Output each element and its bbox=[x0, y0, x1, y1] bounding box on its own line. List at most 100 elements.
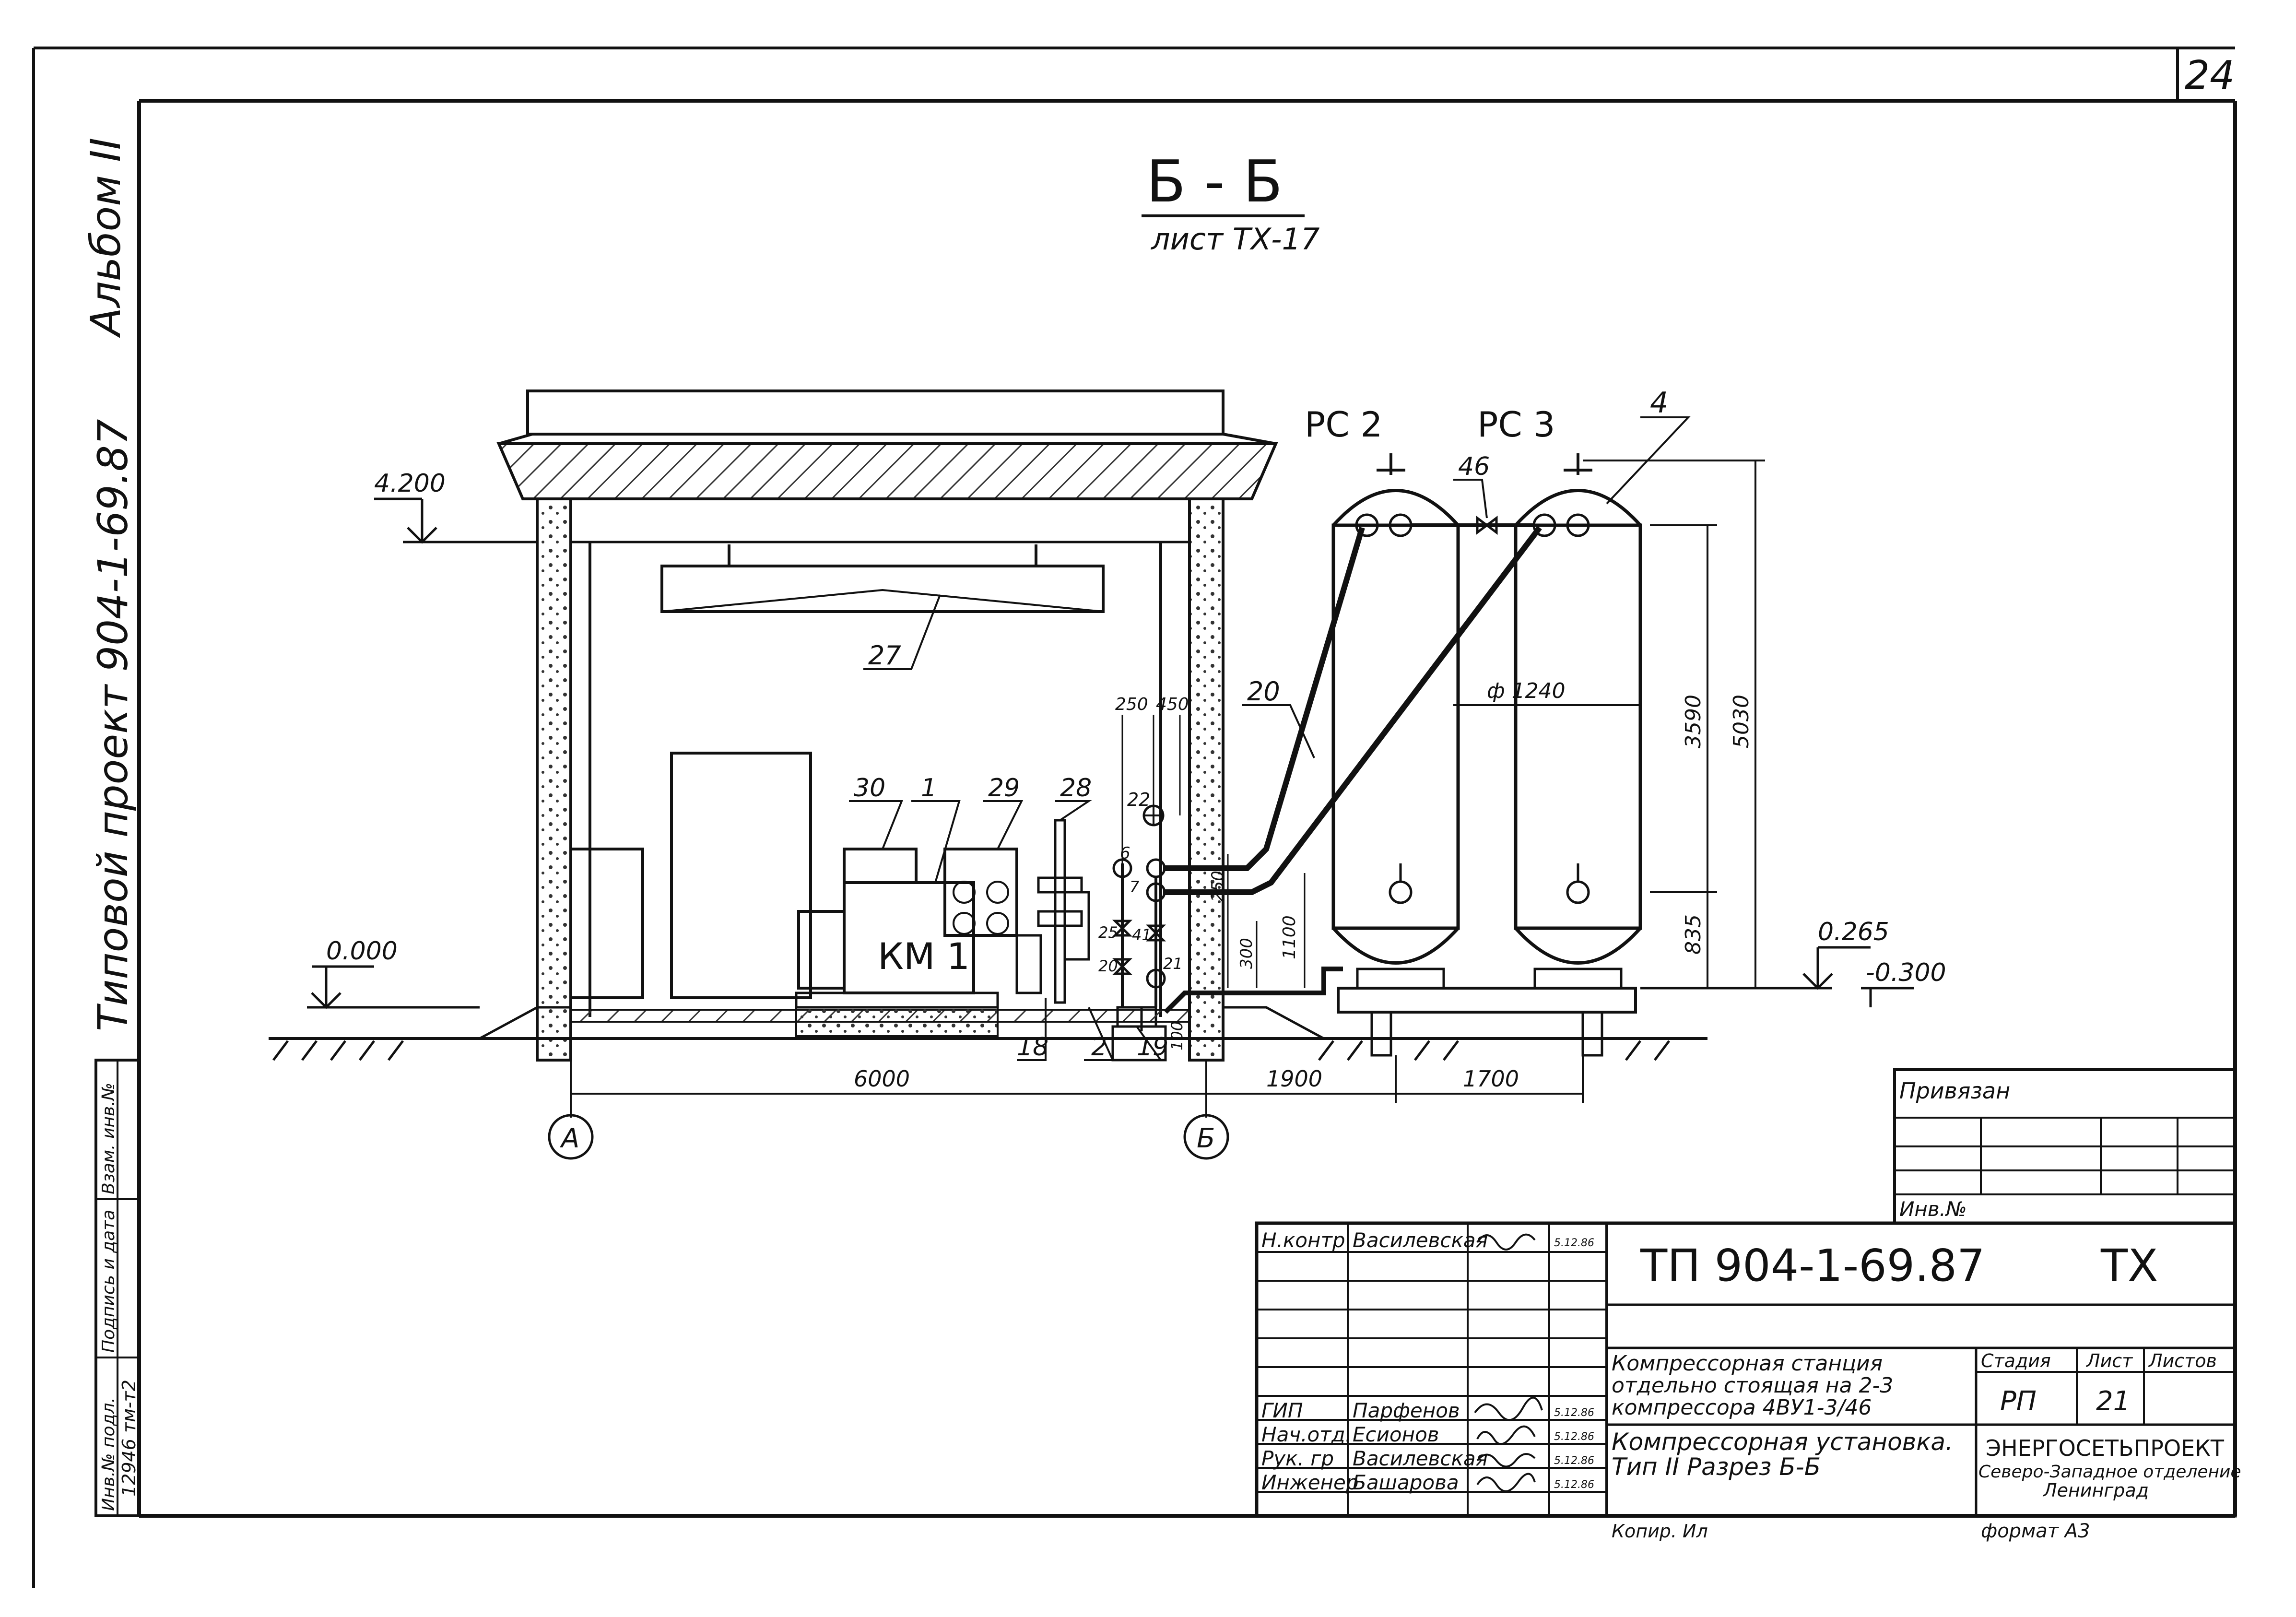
axis-a bbox=[548, 1114, 594, 1160]
callout-1: 1 bbox=[921, 774, 937, 803]
callout-27: 27 bbox=[868, 640, 901, 671]
callout-19: 19 bbox=[1137, 1033, 1168, 1062]
stage-label: Стадия bbox=[1981, 1350, 2051, 1371]
section-ref: лист ТХ-17 bbox=[1151, 222, 1319, 257]
compressor-label: КМ 1 bbox=[878, 935, 970, 978]
dim-1900: 1900 bbox=[1266, 1066, 1322, 1092]
height-dimensions bbox=[1453, 460, 1765, 988]
sheet-label: Лист bbox=[2085, 1350, 2133, 1371]
receiver-frame bbox=[1337, 987, 1637, 1014]
binding-label: Привязан bbox=[1899, 1078, 2010, 1104]
callout-41: 41 bbox=[1132, 926, 1152, 944]
signature-1 bbox=[1474, 1396, 1543, 1421]
stage-value: РП bbox=[2000, 1386, 2037, 1417]
doc-mark: ТХ bbox=[2100, 1240, 2158, 1291]
callout-22: 22 bbox=[1127, 789, 1150, 810]
dim-5030: 5030 bbox=[1729, 695, 1754, 748]
binding-inv: Инв.№ bbox=[1899, 1197, 1967, 1221]
person-name-2: Есионов bbox=[1353, 1423, 1439, 1446]
side-inv-orig: Инв.№ подл. bbox=[99, 1397, 118, 1511]
compressor-unit bbox=[795, 848, 1042, 1009]
callout-18: 18 bbox=[1017, 1033, 1048, 1062]
signature-0 bbox=[1476, 1233, 1536, 1251]
callout-2: 2 bbox=[1091, 1033, 1107, 1062]
cabinet bbox=[569, 848, 644, 999]
person-name-3: Василевская bbox=[1353, 1447, 1488, 1470]
dim-1700: 1700 bbox=[1463, 1066, 1519, 1092]
callout-6: 6 bbox=[1120, 844, 1130, 863]
span-dimensions bbox=[570, 1055, 1584, 1118]
building-roof bbox=[496, 389, 1278, 500]
elevation-zero-label: 0.000 bbox=[326, 937, 398, 966]
album-label: Альбом II bbox=[82, 138, 130, 338]
callout-21: 21 bbox=[1163, 955, 1183, 973]
person-name-0: Василевская bbox=[1353, 1228, 1488, 1252]
callout-7: 7 bbox=[1130, 878, 1140, 896]
receiver-rc2-label: РС 2 bbox=[1305, 404, 1382, 445]
axis-b bbox=[1183, 1114, 1229, 1160]
callout-29: 29 bbox=[988, 774, 1020, 803]
dim-250b: 250 bbox=[1208, 871, 1227, 902]
person-role-4: Инженер bbox=[1261, 1471, 1359, 1494]
dim-250: 250 bbox=[1115, 695, 1148, 714]
org-name: ЭНЕРГОСЕТЬПРОЕКТ bbox=[1986, 1435, 2225, 1461]
dim-835: 835 bbox=[1681, 914, 1706, 955]
person-name-1: Парфенов bbox=[1353, 1399, 1460, 1422]
copied-label: Копир. Ил bbox=[1612, 1521, 1708, 1542]
sheet-value: 21 bbox=[2096, 1386, 2130, 1417]
person-role-2: Нач.отд. bbox=[1261, 1423, 1352, 1446]
callout-20: 20 bbox=[1247, 676, 1280, 707]
format-label: формат А3 bbox=[1981, 1520, 2090, 1542]
org-branch: Северо-Западное отделение bbox=[1978, 1462, 2241, 1482]
person-name-4: Башарова bbox=[1353, 1471, 1459, 1494]
elevation-top bbox=[374, 497, 537, 544]
axis-a-label: А bbox=[560, 1123, 579, 1154]
callout-46: 46 bbox=[1458, 452, 1490, 481]
dim-3590: 3590 bbox=[1681, 695, 1706, 748]
doc-description-2: Компрессорная установка. Тип II Разрез Б… bbox=[1612, 1429, 1953, 1481]
side-inv-value: 12946 тм-т2 bbox=[118, 1380, 140, 1497]
filter-28 bbox=[1037, 819, 1090, 1004]
dim-1100: 1100 bbox=[1280, 915, 1299, 959]
side-instead-inv: Взам. инв.№ bbox=[99, 1083, 118, 1194]
callout-20b: 20 bbox=[1098, 957, 1118, 975]
ground bbox=[269, 1006, 1707, 1062]
elevation-right-neg: -0.300 bbox=[1866, 958, 1946, 987]
receiver-rc3-label: РС 3 bbox=[1477, 404, 1555, 445]
side-sign-date: Подпись и дата bbox=[99, 1210, 118, 1353]
side-stamp bbox=[94, 1059, 141, 1517]
dim-300: 300 bbox=[1237, 938, 1256, 969]
person-date-0: 5.12.86 bbox=[1554, 1237, 1594, 1249]
left-wall bbox=[536, 497, 572, 1062]
callout-28: 28 bbox=[1060, 774, 1092, 803]
signature-2 bbox=[1476, 1425, 1536, 1445]
elevation-right bbox=[1640, 946, 1914, 1007]
person-role-1: ГИП bbox=[1261, 1399, 1303, 1422]
section-title: Б - Б bbox=[1146, 149, 1283, 215]
callout-4: 4 bbox=[1650, 386, 1668, 420]
callout-leaders bbox=[849, 416, 1691, 1061]
callout-25: 25 bbox=[1098, 923, 1118, 942]
signature-3 bbox=[1476, 1453, 1536, 1468]
receiver-rc2 bbox=[1331, 453, 1460, 990]
dim-450: 450 bbox=[1156, 695, 1189, 714]
sheets-label: Листов bbox=[2148, 1350, 2217, 1371]
elevation-top-label: 4.200 bbox=[374, 469, 446, 498]
callout-30: 30 bbox=[854, 774, 885, 803]
door-opening bbox=[670, 752, 812, 999]
duct-27 bbox=[660, 544, 1105, 613]
axis-b-label: Б bbox=[1197, 1123, 1215, 1154]
dim-diameter: ф 1240 bbox=[1487, 679, 1566, 703]
dim-100: 100 bbox=[1168, 1021, 1186, 1050]
sheet-number: 24 bbox=[2185, 53, 2235, 98]
person-date-1: 5.12.86 bbox=[1554, 1407, 1594, 1419]
org-city: Ленинград bbox=[2042, 1480, 2149, 1501]
person-date-4: 5.12.86 bbox=[1554, 1479, 1594, 1491]
person-date-3: 5.12.86 bbox=[1554, 1455, 1594, 1467]
project-label: Типовой проект 904-1-69.87 bbox=[89, 419, 137, 1031]
elevation-zero bbox=[307, 965, 480, 1009]
valve-46 bbox=[1476, 516, 1498, 535]
elevation-right-pos: 0.265 bbox=[1818, 918, 1889, 946]
receiver-rc3 bbox=[1514, 453, 1642, 990]
doc-description-1: Компрессорная станция отдельно стоящая н… bbox=[1612, 1353, 1894, 1420]
